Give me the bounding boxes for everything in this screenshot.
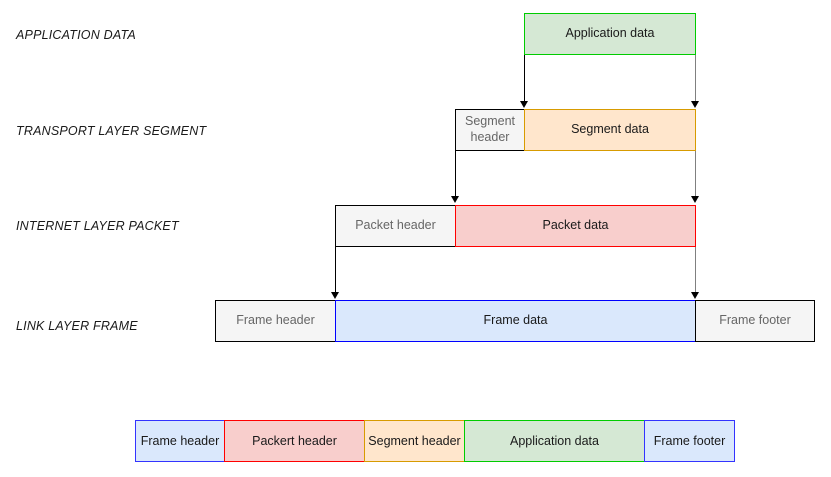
row-label-link-layer-frame: LINK LAYER FRAME: [16, 319, 138, 333]
legend: Frame header Packert header Segment head…: [135, 420, 735, 462]
legend-item-packert-header: Packert header: [224, 420, 365, 462]
arrowhead-packet-left: [330, 292, 339, 299]
arrowhead-segment-left: [450, 196, 459, 203]
row-label-application-data: APPLICATION DATA: [16, 28, 136, 42]
row-label-transport-layer-segment: TRANSPORT LAYER SEGMENT: [16, 124, 207, 138]
box-segment-data: Segment data: [524, 109, 696, 151]
box-frame-header: Frame header: [215, 300, 336, 342]
box-segment-header: Segment header: [455, 109, 525, 151]
connector-packet-left: [335, 247, 336, 293]
legend-item-segment-header: Segment header: [364, 420, 465, 462]
connector-packet-right: [695, 247, 696, 293]
arrowhead-segment-right: [690, 196, 699, 203]
box-frame-footer: Frame footer: [695, 300, 815, 342]
box-application-data: Application data: [524, 13, 696, 55]
arrowhead-application-left: [519, 101, 528, 108]
legend-item-frame-footer: Frame footer: [644, 420, 735, 462]
arrowhead-application-right: [690, 101, 699, 108]
connector-segment-left: [455, 151, 456, 197]
legend-item-application-data: Application data: [464, 420, 645, 462]
box-packet-header: Packet header: [335, 205, 456, 247]
box-frame-data: Frame data: [335, 300, 696, 342]
arrowhead-packet-right: [690, 292, 699, 299]
connector-application-right: [695, 50, 696, 103]
row-label-internet-layer-packet: INTERNET LAYER PACKET: [16, 219, 179, 233]
box-packet-data: Packet data: [455, 205, 696, 247]
legend-item-frame-header: Frame header: [135, 420, 225, 462]
connector-application-left: [524, 50, 525, 103]
connector-segment-right: [695, 151, 696, 197]
